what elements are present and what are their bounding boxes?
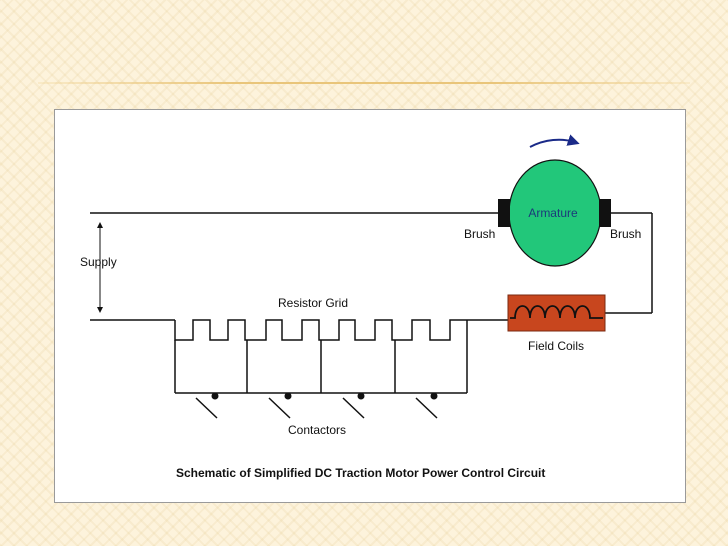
left-brush (498, 199, 510, 227)
contactors-label: Contactors (288, 423, 346, 437)
resistor-grid (174, 319, 508, 341)
brush-left-label: Brush (464, 227, 495, 241)
field-coils-block (507, 294, 606, 332)
diagram-title: Schematic of Simplified DC Traction Moto… (176, 466, 545, 480)
armature-label: Armature (528, 206, 578, 220)
brush-right-label: Brush (610, 227, 641, 241)
field-coils-label: Field Coils (528, 339, 584, 353)
contactor-pivots (211, 392, 438, 400)
contactor-bank (174, 340, 468, 419)
resistor-grid-label: Resistor Grid (278, 296, 348, 310)
rotation-arrow-icon (529, 134, 580, 148)
right-brush (599, 199, 611, 227)
supply-label: Supply (80, 255, 117, 269)
field-coils-winding (510, 305, 603, 319)
title-divider (38, 82, 690, 84)
